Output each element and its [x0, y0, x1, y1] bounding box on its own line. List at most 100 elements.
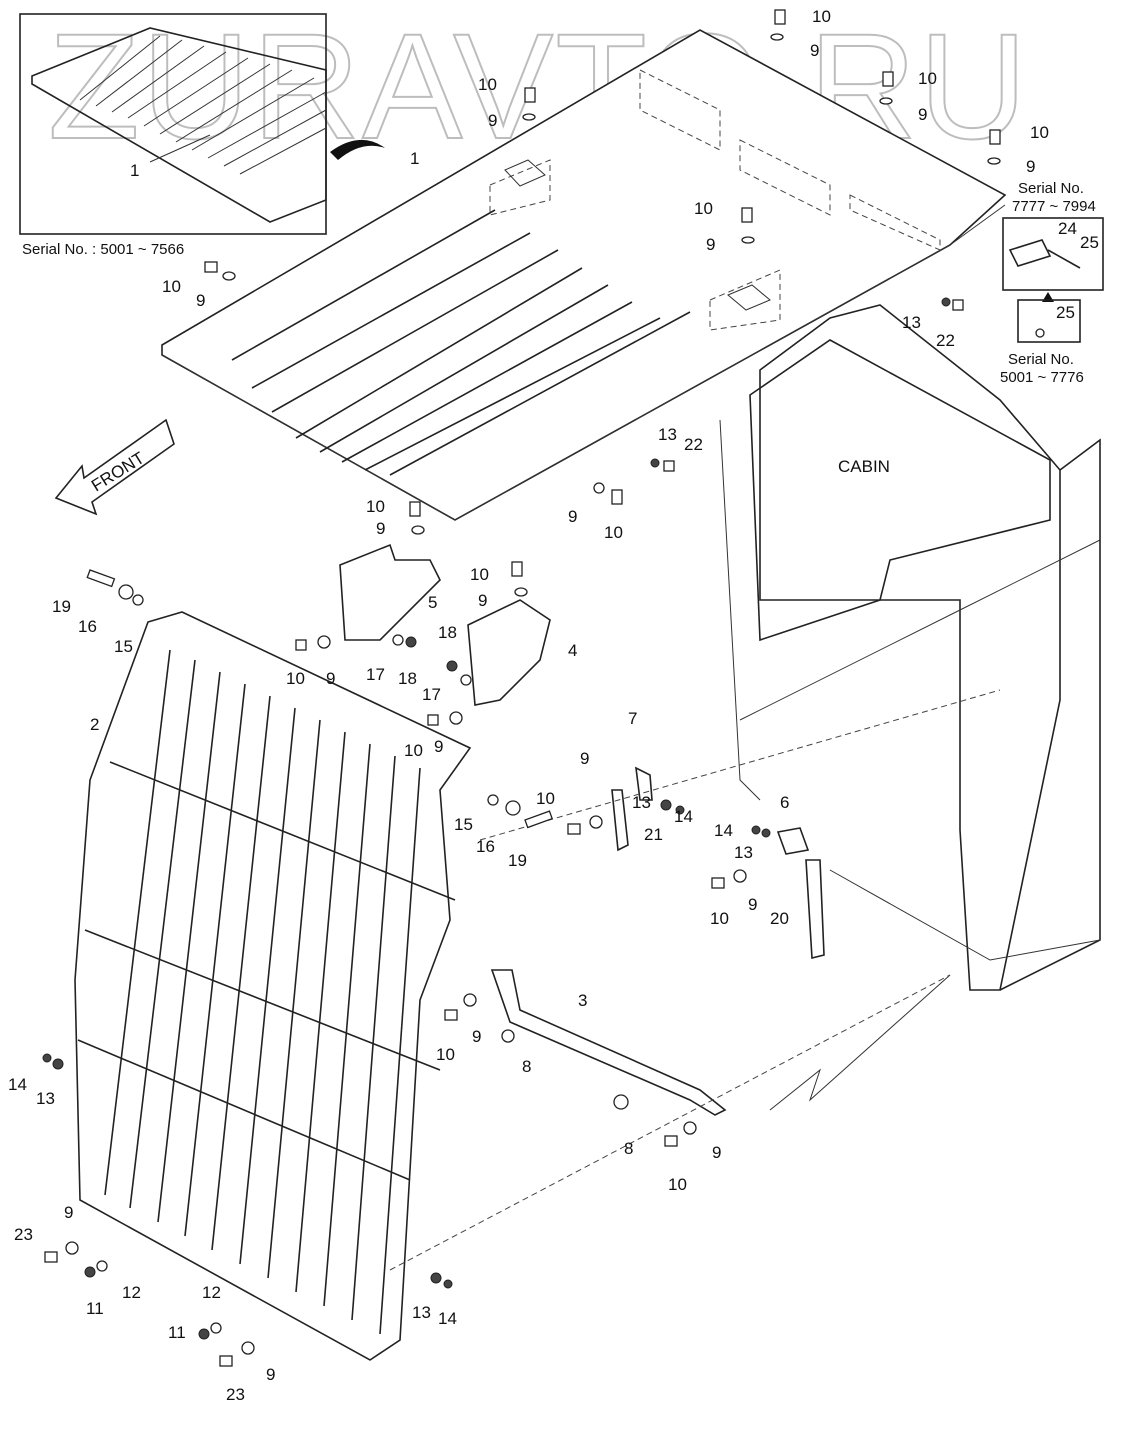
washer-icon — [733, 869, 747, 883]
inset-serial-7777: Serial No. 7777 ~ 7994 24 25 — [1002, 180, 1104, 291]
callout-9: 9 — [64, 1203, 73, 1222]
callout-13: 13 — [632, 793, 651, 812]
callout-12: 12 — [122, 1283, 141, 1302]
callout-13: 13 — [36, 1089, 55, 1108]
inset-frame-b — [1017, 299, 1081, 343]
callout-14: 14 — [438, 1309, 457, 1328]
nut-icon — [84, 1266, 96, 1278]
bracket-part-6 — [776, 827, 810, 855]
callout-13: 13 — [902, 313, 921, 332]
callout-10: 10 — [1030, 123, 1049, 142]
callout-10: 10 — [470, 565, 489, 584]
washer-icon — [613, 1094, 629, 1110]
inset-plate-part-24 — [1008, 239, 1052, 267]
cabin-door-frame — [759, 304, 1061, 991]
washer-icon — [65, 1241, 79, 1255]
roof-guard-slats — [231, 209, 691, 476]
washer-icon — [411, 525, 425, 535]
callout-17: 17 — [422, 685, 441, 704]
washer-icon — [449, 711, 463, 725]
cabin-floor-line — [829, 869, 1101, 961]
callout-7: 7 — [628, 709, 637, 728]
callout-9: 9 — [580, 749, 589, 768]
nut-icon — [405, 636, 417, 648]
roof-guard-assembly — [161, 29, 1007, 521]
inset-part-25-b: 25 — [1056, 303, 1075, 322]
fasteners — [42, 9, 1001, 1367]
bracket-part-4 — [467, 599, 551, 706]
callout-10: 10 — [536, 789, 555, 808]
cabin-side-post — [999, 438, 1101, 991]
nut-icon — [751, 825, 761, 835]
inset-serial-title-a: Serial No. — [1018, 180, 1084, 197]
callout-10: 10 — [604, 523, 623, 542]
washer-icon — [96, 1260, 108, 1272]
callout-10: 10 — [366, 497, 385, 516]
callout-11: 11 — [168, 1323, 186, 1342]
bolt-icon — [567, 823, 581, 835]
front-direction-arrow: FRONT — [54, 418, 175, 516]
bolt-icon — [882, 71, 894, 87]
washer-icon — [593, 482, 605, 494]
front-guard-frame — [74, 611, 472, 1361]
washer-icon — [222, 271, 236, 281]
inset-serial-title-b: Serial No. — [1008, 351, 1074, 368]
callout-9: 9 — [748, 895, 757, 914]
washer-icon — [741, 236, 755, 244]
inset-guard-plate — [31, 27, 327, 223]
nut-icon — [446, 660, 458, 672]
bolt-icon — [524, 810, 554, 829]
front-guard-bars — [104, 649, 421, 1335]
callout-9: 9 — [266, 1365, 275, 1384]
callout-10: 10 — [404, 741, 423, 760]
callout-13: 13 — [658, 425, 677, 444]
callout-10: 10 — [436, 1045, 455, 1064]
cabin-rear-post — [719, 419, 761, 801]
callout-22: 22 — [936, 331, 955, 350]
callout-9: 9 — [376, 519, 385, 538]
roof-guard-hidden-lines — [489, 69, 941, 331]
callout-10: 10 — [710, 909, 729, 928]
bolt-icon — [774, 9, 786, 25]
bolt-icon — [511, 561, 523, 577]
callout-9: 9 — [472, 1027, 481, 1046]
callout-14: 14 — [8, 1075, 27, 1094]
bolt-icon — [524, 87, 536, 103]
inset-leader — [149, 134, 211, 163]
callout-15: 15 — [114, 637, 133, 656]
callout-12: 12 — [202, 1283, 221, 1302]
front-arrow-shape — [54, 418, 175, 516]
callout-9: 9 — [810, 41, 819, 60]
washer-icon — [589, 815, 603, 829]
nut-icon — [443, 1279, 453, 1289]
bolt-icon — [611, 489, 623, 505]
roof-guard-mount-slot-left — [504, 159, 546, 187]
callout-9: 9 — [568, 507, 577, 526]
nut-icon — [941, 297, 951, 307]
callout-19: 19 — [508, 851, 527, 870]
nut-icon — [42, 1053, 52, 1063]
front-guard-crossbar-lower — [77, 1039, 411, 1181]
bolt-icon — [409, 501, 421, 517]
nut-icon — [675, 805, 685, 815]
bolt-icon — [444, 1009, 458, 1021]
callout-labels: 10 9 10 9 10 9 10 9 10 9 13 22 10 9 1 13… — [8, 7, 1049, 1404]
washer-icon — [210, 1322, 222, 1334]
front-guard-assembly — [74, 611, 472, 1361]
inset-part-25: 25 — [1080, 233, 1099, 252]
callout-9: 9 — [196, 291, 205, 310]
washer-icon — [770, 33, 784, 41]
bolt-icon — [204, 261, 218, 273]
inset-serial-range: Serial No. : 5001 ~ 7566 — [22, 241, 184, 258]
bolt-icon — [664, 1135, 678, 1147]
callout-8: 8 — [522, 1057, 531, 1076]
callout-8: 8 — [624, 1139, 633, 1158]
washer-icon — [487, 794, 499, 806]
washer-icon — [317, 635, 331, 649]
callout-9: 9 — [918, 105, 927, 124]
callout-16: 16 — [78, 617, 97, 636]
assembly-leader-a — [479, 689, 1001, 841]
washer-icon — [132, 594, 144, 606]
